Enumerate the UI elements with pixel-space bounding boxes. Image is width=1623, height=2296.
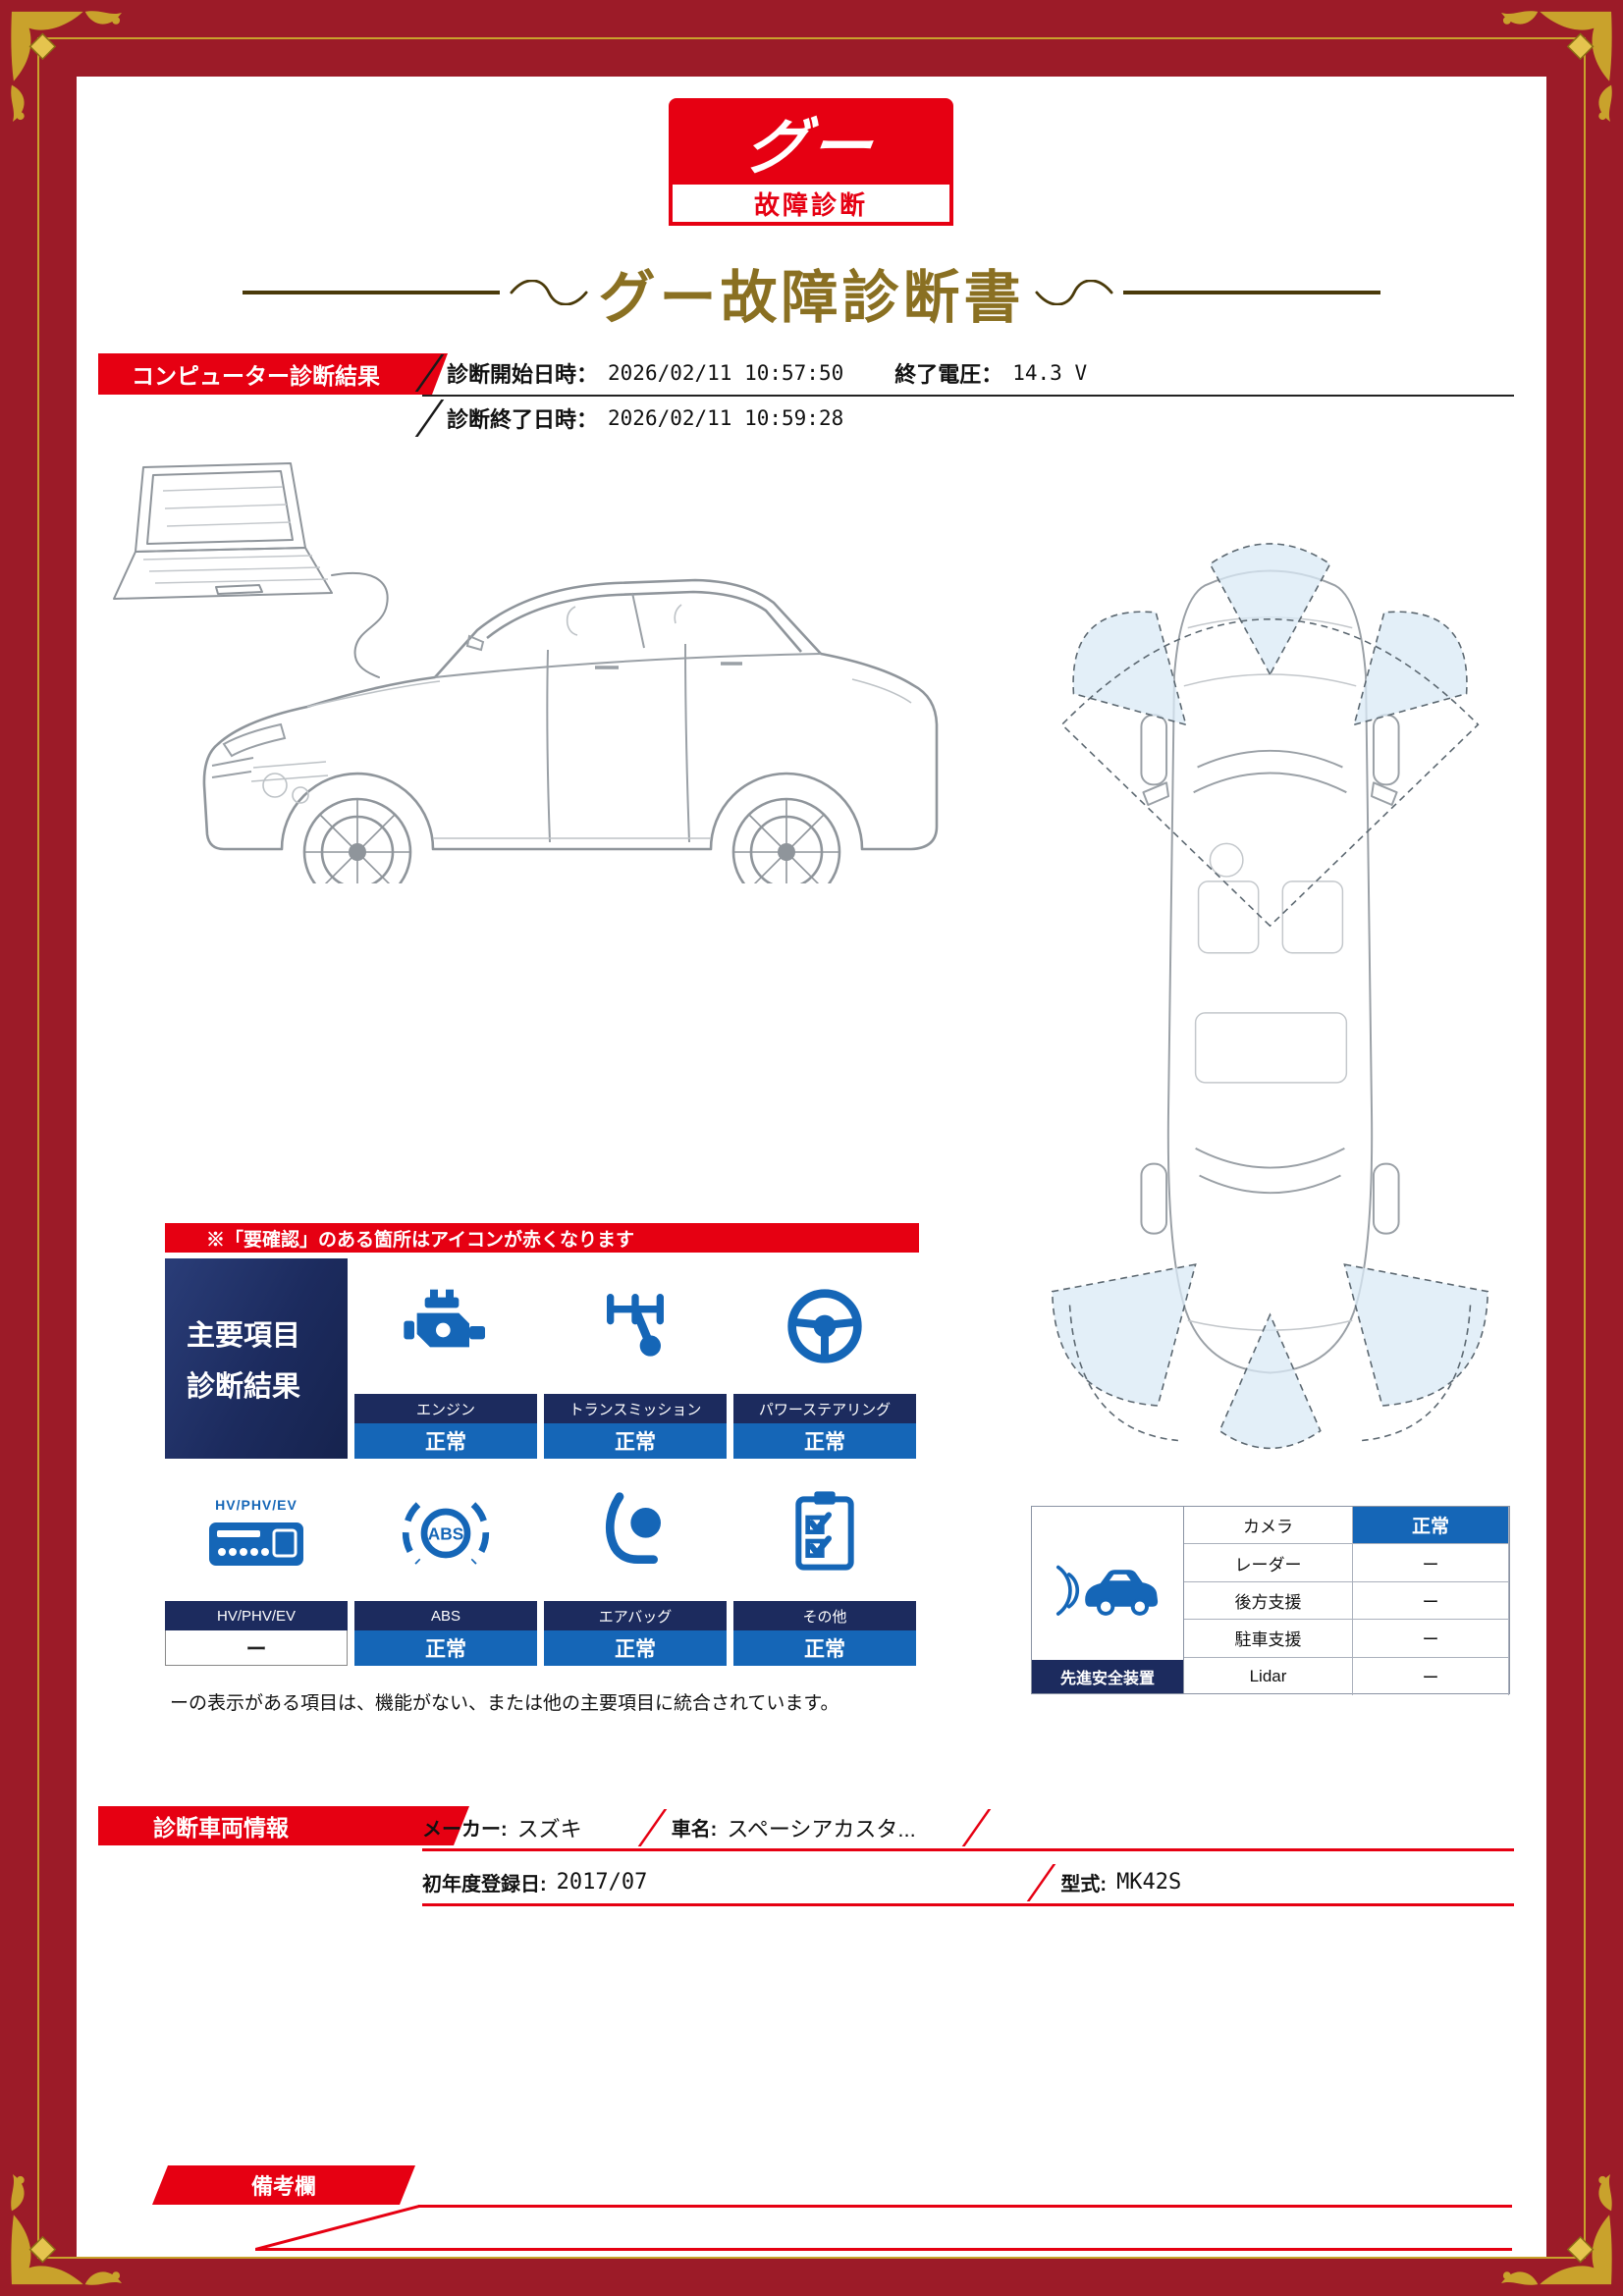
transmission-icon — [607, 1294, 664, 1357]
header-line2: 診断結果 — [187, 1371, 301, 1403]
row-divider — [422, 395, 1514, 397]
status-badge: 正常 — [354, 1423, 537, 1459]
status-badge: 正常 — [354, 1630, 537, 1666]
abs-icon-text: ABS — [428, 1524, 464, 1544]
status-badge: 正常 — [544, 1423, 727, 1459]
car-name-value: スペーシアカスタ... — [727, 1816, 916, 1842]
safety-row-name: Lidar — [1184, 1657, 1353, 1695]
header-line1: 主要項目 — [187, 1320, 301, 1352]
safety-row-value: ー — [1353, 1657, 1509, 1695]
tile-label: ABS — [354, 1601, 537, 1630]
maker-label: メーカー: — [422, 1819, 508, 1841]
tile-transmission: トランスミッション 正常 — [544, 1258, 727, 1459]
registration-value: 2017/07 — [556, 1870, 648, 1895]
hv-icon-text: HV/PHV/EV — [215, 1497, 298, 1513]
section-computer-diagnosis: コンピューター診断結果 — [98, 353, 448, 395]
car-topview-sensor-illustration — [1051, 543, 1489, 1450]
voltage-label: 終了電圧： — [894, 362, 1003, 387]
remarks-diagonal-line — [255, 2205, 420, 2251]
abs-icon: ABS — [402, 1502, 490, 1565]
goo-logo: グー 故障診断 — [669, 98, 953, 226]
steering-icon — [787, 1289, 862, 1363]
remarks-line-bottom — [255, 2248, 1512, 2251]
safety-car-icon — [1055, 1565, 1159, 1616]
goo-logo-sub: 故障診断 — [669, 185, 953, 226]
hv-phv-ev-icon: HV/PHV/EV — [165, 1466, 348, 1601]
tile-label: パワーステアリング — [733, 1394, 916, 1423]
vehicle-info-row1: メーカー: スズキ 車名: スペーシアカスタ... — [422, 1806, 1514, 1851]
tile-other: その他 正常 — [733, 1466, 916, 1666]
vehicle-info-row2: 初年度登録日: 2017/07 型式: MK42S — [422, 1861, 1514, 1906]
safety-row-value: ー — [1353, 1544, 1509, 1582]
title-rule-right — [1122, 291, 1380, 294]
model-label: 型式: — [1060, 1874, 1108, 1896]
title-rule-left — [243, 291, 501, 294]
safety-device-table: カメラ 正常 レーダー ー 後方支援 ー 駐車支援 ー Lidar ー — [1184, 1506, 1510, 1695]
safety-icon-box: 先進安全装置 — [1031, 1506, 1184, 1694]
tile-label: HV/PHV/EV — [165, 1601, 348, 1630]
section-remarks: 備考欄 — [152, 2165, 415, 2205]
main-diagnosis-grid: 主要項目 診断結果 — [165, 1258, 916, 1666]
divider-slash — [961, 1808, 992, 1846]
grid-footnote: ーの表示がある項目は、機能がない、または他の主要項目に統合されています。 — [170, 1693, 839, 1714]
safety-row-name: レーダー — [1184, 1544, 1353, 1582]
safety-row-value: 正常 — [1353, 1507, 1509, 1545]
tile-power-steering: パワーステアリング 正常 — [733, 1258, 916, 1459]
safety-row-value: ー — [1353, 1581, 1509, 1621]
checklist-icon — [795, 1491, 854, 1571]
safety-row-name: 駐車支援 — [1184, 1620, 1353, 1658]
start-time-value: 2026/02/11 10:57:50 — [608, 361, 844, 385]
voltage-value: 14.3 V — [1012, 361, 1088, 385]
title-flourish-icon — [510, 280, 589, 305]
car-laptop-illustration — [113, 462, 939, 883]
safety-row-value: ー — [1353, 1620, 1509, 1658]
tile-label: エンジン — [354, 1394, 537, 1423]
tile-label: エアバッグ — [544, 1601, 727, 1630]
tile-label: その他 — [733, 1601, 916, 1630]
diagnosis-times: 診断開始日時： 2026/02/11 10:57:50 終了電圧： 14.3 V… — [414, 351, 1514, 440]
safety-row-name: 後方支援 — [1184, 1581, 1353, 1621]
divider-slash — [637, 1808, 667, 1846]
airbag-icon — [605, 1492, 661, 1564]
goo-logo-main: グー — [669, 98, 953, 185]
title-flourish-icon — [1034, 280, 1113, 305]
model-value: MK42S — [1116, 1870, 1182, 1895]
advanced-safety-panel: 先進安全装置 カメラ 正常 レーダー ー 後方支援 ー 駐車支援 ー Lidar… — [1031, 1506, 1510, 1695]
safety-row-name: カメラ — [1184, 1507, 1353, 1545]
end-time-label: 診断終了日時： — [447, 407, 599, 432]
engine-icon — [404, 1289, 485, 1348]
report-sheet: グー 故障診断 グー故障診断書 コンピューター診断結果 診断開始日時： 2026… — [77, 77, 1546, 2257]
start-time-label: 診断開始日時： — [447, 362, 599, 387]
notice-bar: ※「要確認」のある箇所はアイコンが赤くなります — [165, 1223, 919, 1253]
status-badge: ー — [165, 1630, 348, 1666]
end-time-value: 2026/02/11 10:59:28 — [608, 406, 844, 430]
tile-abs: ABS ABS 正常 — [354, 1466, 537, 1666]
status-badge: 正常 — [733, 1423, 916, 1459]
remarks-line-top — [418, 2205, 1512, 2208]
document-title-row: グー故障診断書 — [77, 251, 1546, 334]
hv-battery-icon — [209, 1522, 303, 1566]
divider-slash — [1027, 1863, 1056, 1901]
safety-panel-label: 先進安全装置 — [1032, 1660, 1183, 1693]
diagnosis-end-row: 診断終了日時： 2026/02/11 10:59:28 — [414, 397, 1514, 440]
page-title: グー故障診断書 — [598, 266, 1025, 330]
main-grid-header: 主要項目 診断結果 — [165, 1258, 348, 1459]
tile-engine: エンジン 正常 — [354, 1258, 537, 1459]
car-name-label: 車名: — [671, 1819, 718, 1841]
registration-label: 初年度登録日: — [422, 1874, 547, 1896]
section-vehicle-info: 診断車両情報 — [98, 1806, 469, 1845]
tile-hv-phv-ev: HV/PHV/EV HV/PHV/EV ー — [165, 1466, 348, 1666]
status-badge: 正常 — [733, 1630, 916, 1666]
diagnosis-start-row: 診断開始日時： 2026/02/11 10:57:50 終了電圧： 14.3 V — [414, 351, 1514, 395]
divider-slash — [414, 400, 445, 437]
tile-airbag: エアバッグ 正常 — [544, 1466, 727, 1666]
status-badge: 正常 — [544, 1630, 727, 1666]
tile-label: トランスミッション — [544, 1394, 727, 1423]
maker-value: スズキ — [516, 1816, 582, 1842]
